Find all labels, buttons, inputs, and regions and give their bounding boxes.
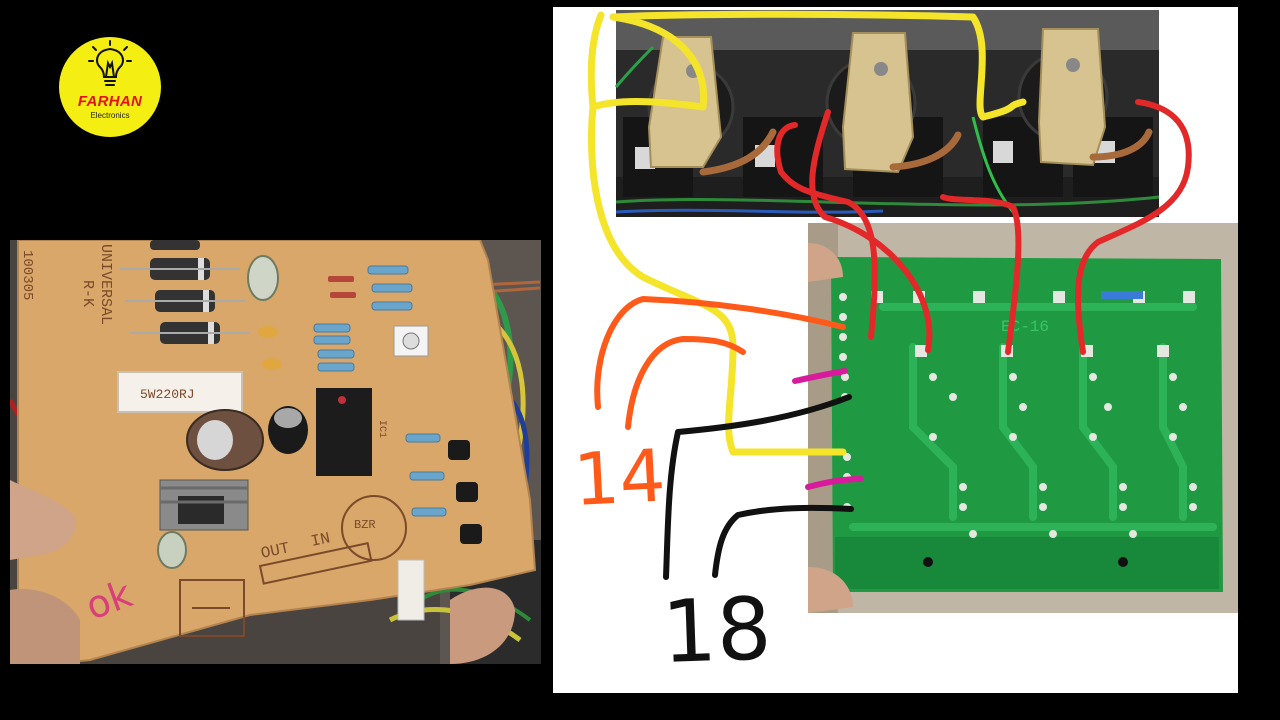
label-count-black: 18 <box>660 579 773 683</box>
left-pcb-photo: 100305 UNIVERSAL R-K <box>10 240 541 664</box>
power-resistor <box>117 371 243 413</box>
board-brand-line1: UNIVERSAL <box>97 244 114 325</box>
buzzer-outline <box>341 495 407 561</box>
logo-subtitle: Electronics <box>90 111 130 120</box>
board-code-text: 100305 <box>19 250 35 300</box>
brand-logo: FARHAN Electronics <box>59 37 161 137</box>
logo-title: FARHAN <box>77 93 143 110</box>
annotation-strokes <box>587 10 1192 580</box>
connector-label-out: OUT <box>259 539 291 563</box>
ic-label: IC1 <box>376 420 387 438</box>
diode-row <box>120 240 250 344</box>
board-brand-line2: R-K <box>79 280 96 307</box>
capacitor <box>247 255 279 301</box>
label-count-orange: 14 <box>571 433 667 522</box>
lightbulb-icon <box>88 40 132 86</box>
buzzer-label: BZR <box>354 518 376 532</box>
green-pcb-photo: EC-16 <box>808 223 1238 613</box>
terminal-block-photo <box>614 10 1160 217</box>
power-resistor-marking: 5W220RJ <box>140 387 195 402</box>
resistor-array <box>313 265 447 517</box>
annotation-canvas: EC-16 14 18 <box>553 7 1238 693</box>
connector-label-in: IN <box>309 529 332 551</box>
